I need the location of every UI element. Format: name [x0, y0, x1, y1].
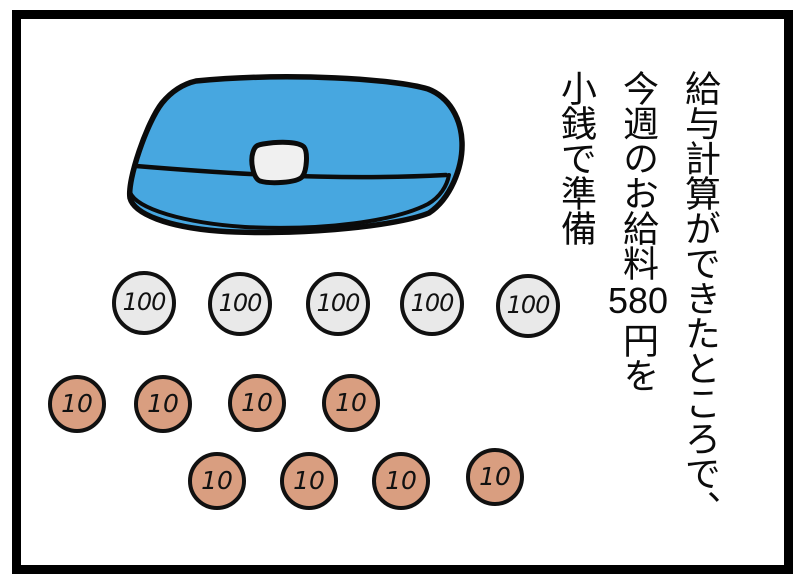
- coin-10-yen: 10: [280, 452, 338, 510]
- caption-line-2-pre: 今週のお給料: [618, 70, 659, 280]
- coin-label: 10: [293, 465, 325, 495]
- pouch-thickness-line: [128, 173, 451, 230]
- coin-pouch-illustration: [126, 74, 465, 236]
- coin-100-yen: 100: [112, 271, 176, 335]
- coin-label: 100: [218, 289, 263, 317]
- coin-10-yen: 10: [322, 374, 380, 432]
- coin-label: 10: [385, 465, 417, 495]
- caption-vertical-text: 給与計算ができたところで、 今週のお給料580円を 小銭で準備: [545, 70, 731, 540]
- caption-line-2-post: 円を: [618, 322, 659, 392]
- coin-10-yen: 10: [372, 452, 430, 510]
- pouch-clasp: [249, 139, 309, 186]
- coin-label: 100: [506, 291, 551, 319]
- coin-100-yen: 100: [208, 272, 272, 336]
- coin-label: 10: [479, 461, 511, 491]
- coin-10-yen: 10: [228, 374, 286, 432]
- coin-label: 10: [147, 388, 179, 418]
- coin-100-yen: 100: [400, 272, 464, 336]
- caption-line-3: 小銭で準備: [556, 70, 597, 245]
- coin-10-yen: 10: [188, 452, 246, 510]
- coin-label: 10: [335, 387, 367, 417]
- coin-100-yen: 100: [306, 272, 370, 336]
- coin-label: 100: [122, 288, 167, 316]
- coin-10-yen: 10: [466, 448, 524, 506]
- caption-line-2-number: 580: [607, 280, 669, 321]
- coin-label: 100: [410, 289, 455, 317]
- caption-line-2: 今週のお給料580円を: [607, 70, 669, 540]
- coin-label: 10: [201, 465, 233, 495]
- coin-label: 10: [241, 387, 273, 417]
- coin-label: 10: [61, 388, 93, 418]
- caption-line-1: 給与計算ができたところで、: [680, 70, 721, 525]
- coin-100-yen: 100: [496, 274, 560, 338]
- coin-label: 100: [316, 289, 361, 317]
- coin-10-yen: 10: [48, 375, 106, 433]
- coin-10-yen: 10: [134, 375, 192, 433]
